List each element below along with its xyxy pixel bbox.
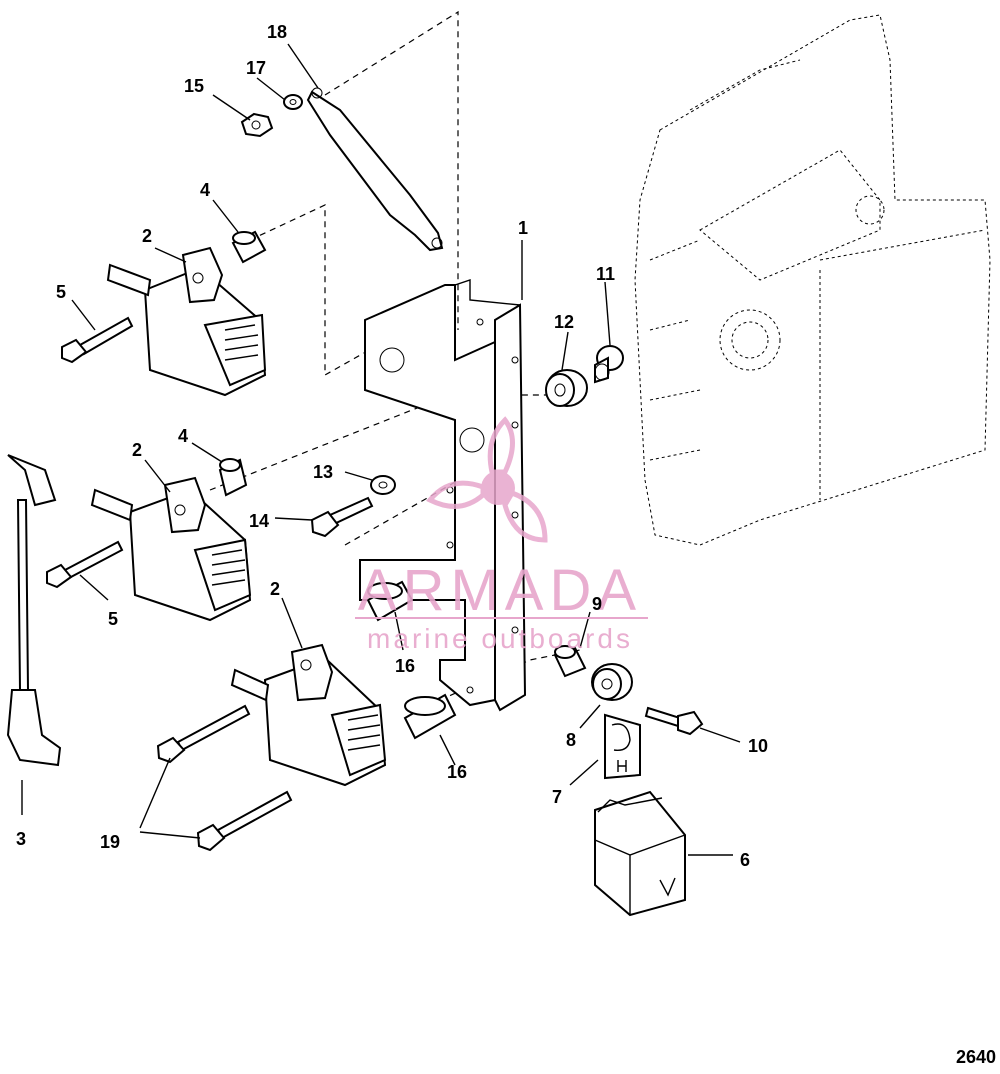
callout-17: 17 — [246, 58, 266, 78]
callout-2: 2 — [132, 440, 142, 460]
bolt-5-upper — [61, 316, 134, 364]
callout-11: 11 — [596, 264, 615, 284]
bolt-5-lower — [46, 540, 124, 589]
armada-logo-mark — [426, 416, 548, 543]
callout-19: 19 — [100, 832, 120, 852]
spacer-4-lower — [218, 458, 248, 497]
callout-5: 5 — [56, 282, 66, 302]
callout-8: 8 — [566, 730, 576, 750]
callout-7: 7 — [552, 787, 562, 807]
spacer-16-upper — [366, 580, 414, 622]
grommet-8 — [591, 663, 633, 701]
callout-16: 16 — [395, 656, 415, 676]
sleeve-11 — [594, 345, 624, 384]
ignition-coil-upper — [106, 246, 267, 397]
callout-12: 12 — [554, 312, 574, 332]
callout-2: 2 — [142, 226, 152, 246]
watermark-tagline: marine outboards — [367, 623, 633, 654]
clip-7 — [604, 713, 641, 780]
figure-number: 2640 — [956, 1047, 996, 1067]
callout-2: 2 — [270, 579, 280, 599]
bolt-10 — [644, 706, 704, 736]
relay-6 — [594, 790, 686, 917]
callout-16: 16 — [447, 762, 467, 782]
bolt-14 — [310, 496, 374, 538]
callout-15: 15 — [184, 76, 204, 96]
callout-9: 9 — [592, 594, 602, 614]
washer-13 — [370, 475, 396, 495]
bolt-19-lower — [196, 790, 293, 852]
spark-plug-lead — [6, 454, 62, 815]
callout-4: 4 — [200, 180, 210, 200]
engine-block-ghost — [634, 14, 991, 546]
spacer-16-lower — [403, 693, 457, 740]
callout-6: 6 — [740, 850, 750, 870]
callout-14: 14 — [249, 511, 269, 531]
bolt-19-upper — [156, 704, 251, 764]
callout-13: 13 — [313, 462, 333, 482]
callout-5: 5 — [108, 609, 118, 629]
watermark-brand: ARMADA — [358, 558, 642, 623]
ignition-coil-lower — [230, 643, 387, 787]
callout-10: 10 — [748, 736, 768, 756]
washer-17 — [283, 94, 303, 110]
ignition-coil-middle — [90, 476, 252, 622]
callout-18: 18 — [267, 22, 287, 42]
callout-1: 1 — [518, 218, 528, 238]
callout-labels: 1 2 2 2 3 4 4 5 5 6 7 8 9 10 11 12 13 14… — [16, 22, 768, 870]
ground-strap — [306, 87, 444, 252]
callout-4: 4 — [178, 426, 188, 446]
spacer-4-upper — [231, 230, 267, 264]
grommet-12 — [545, 369, 588, 407]
sleeve-9 — [553, 645, 587, 678]
callout-3: 3 — [16, 829, 26, 849]
